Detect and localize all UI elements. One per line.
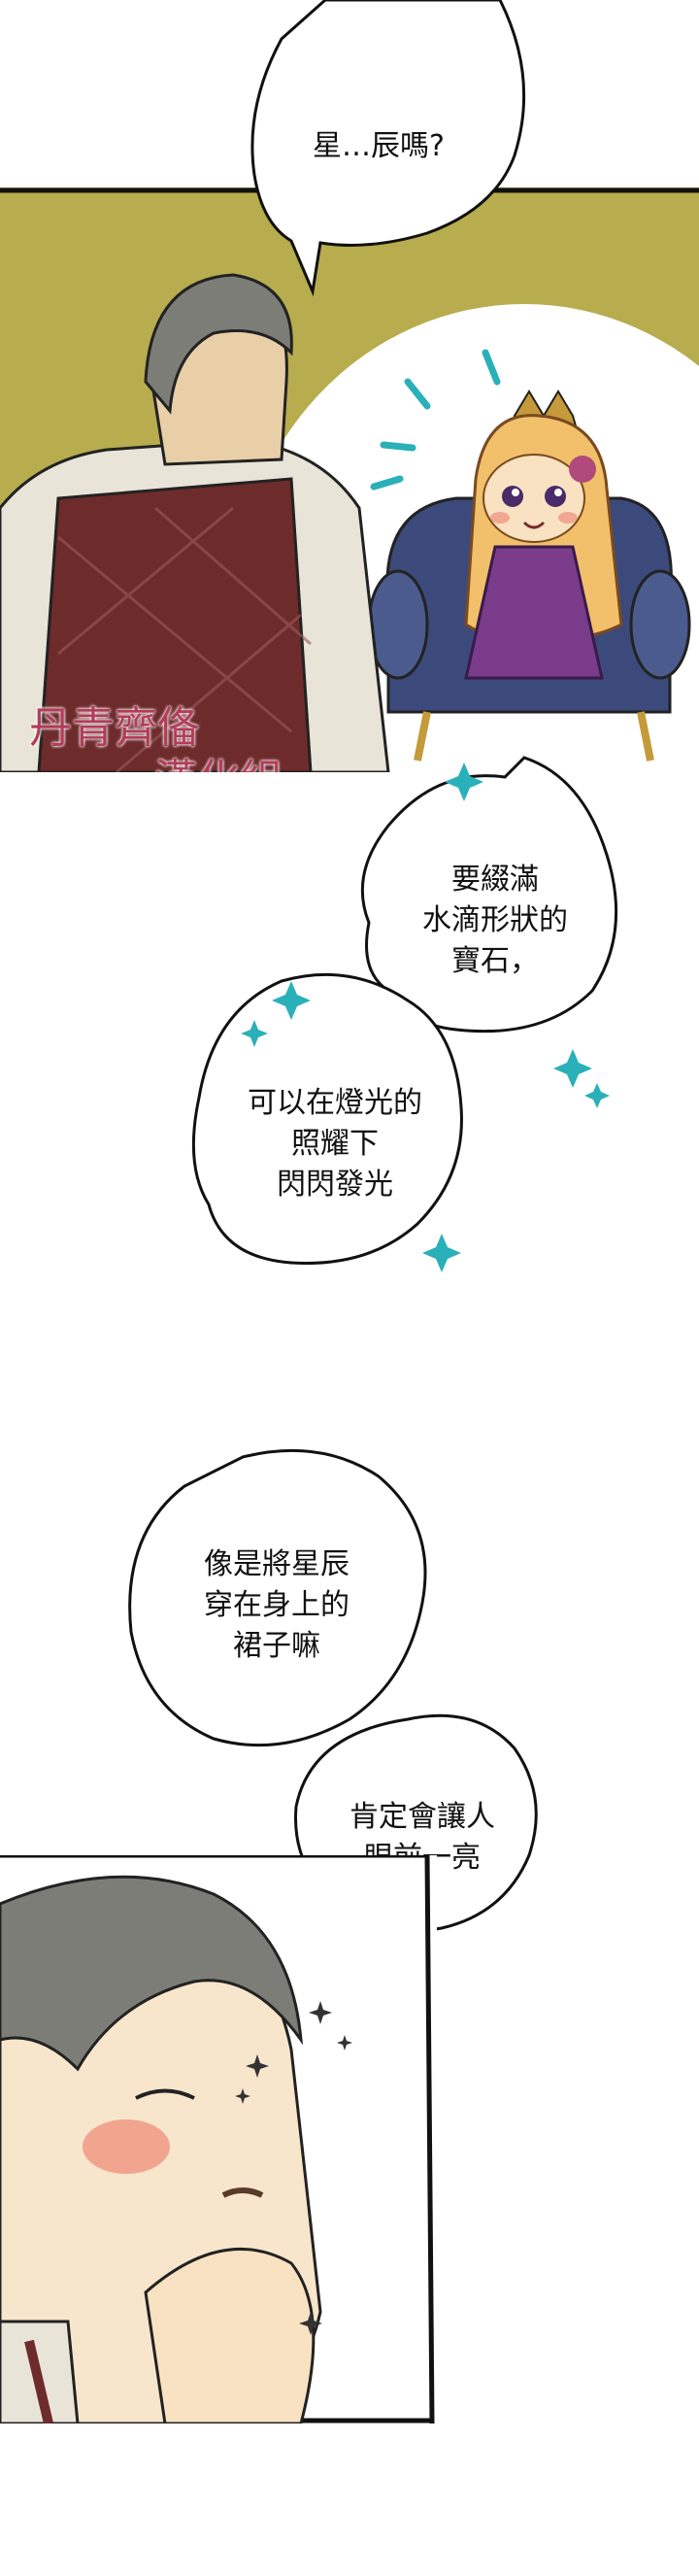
surprise-marks: [370, 349, 501, 491]
smiling-man: [0, 1875, 322, 2423]
panel-2-border: [0, 1855, 435, 2423]
sparkle-icons: [241, 763, 610, 1272]
speech-bubble-4-text: 像是將星辰 穿在身上的 裙子嘛: [204, 1547, 350, 1663]
speech-bubble-1-shape: [250, 0, 526, 297]
speech-bubble-5-text: 肯定會讓人 眼前一亮: [350, 1800, 495, 1875]
cloud-bubble-2-text: 要綴滿 水滴形狀的 寶石，: [422, 863, 568, 978]
watermark-line-2: 漢化組: [29, 755, 350, 772]
watermark: 丹青齊俻 漢化組: [29, 702, 350, 772]
panel-1-art: [0, 187, 699, 772]
speech-bubble-1-text: 星…辰嗎?: [313, 129, 445, 163]
panel-1: 丹青齊俻 漢化組: [0, 187, 699, 772]
cloud-bubble-3-text: 可以在燈光的 照耀下 閃閃發光: [248, 1086, 422, 1202]
chibi-girl: [464, 414, 623, 680]
cloud-bubbles-shape: [191, 756, 618, 1272]
panel-2: [0, 1855, 437, 2423]
panel-2-art: [0, 1855, 437, 2423]
man-from-behind: [0, 273, 390, 772]
small-sparkle-icons: [235, 2001, 352, 2335]
watermark-line-1: 丹青齊俻: [29, 703, 200, 753]
